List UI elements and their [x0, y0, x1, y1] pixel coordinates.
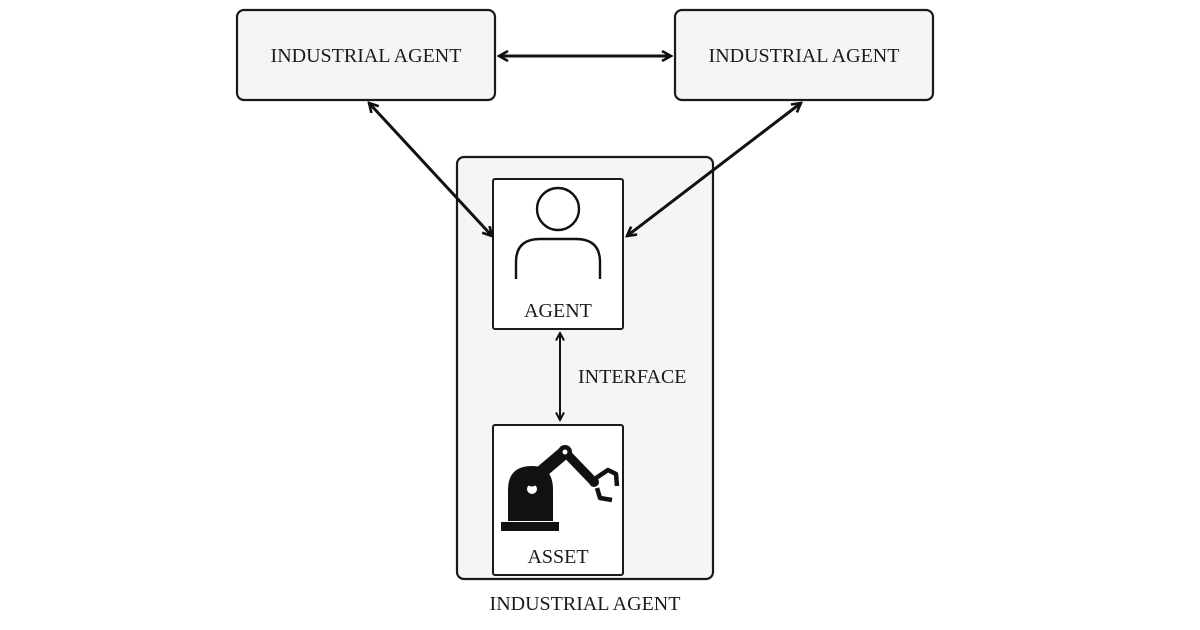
asset-label: ASSET	[527, 546, 588, 568]
agent-label: AGENT	[524, 300, 592, 322]
agent-box-frame	[492, 178, 624, 330]
person-icon	[514, 186, 602, 279]
interface-label: INTERFACE	[578, 366, 687, 388]
top-left-agent-box	[235, 8, 497, 102]
central-industrial-agent: AGENT ASSET	[455, 155, 715, 615]
left-agent-link-arrow	[369, 103, 492, 236]
central-agent-label: INDUSTRIAL AGENT	[490, 593, 681, 615]
top-right-agent-label: INDUSTRIAL AGENT	[709, 45, 900, 67]
top-right-agent-box	[673, 8, 935, 102]
asset-box: ASSET	[492, 424, 624, 576]
top-right-industrial-agent: INDUSTRIAL AGENT	[673, 8, 935, 102]
asset-box-frame	[492, 424, 624, 576]
agent-box: AGENT	[492, 178, 624, 330]
top-left-agent-label: INDUSTRIAL AGENT	[271, 45, 462, 67]
robot-arm-icon	[501, 445, 620, 531]
right-agent-link-arrow	[627, 103, 801, 236]
top-left-industrial-agent: INDUSTRIAL AGENT	[235, 8, 497, 102]
